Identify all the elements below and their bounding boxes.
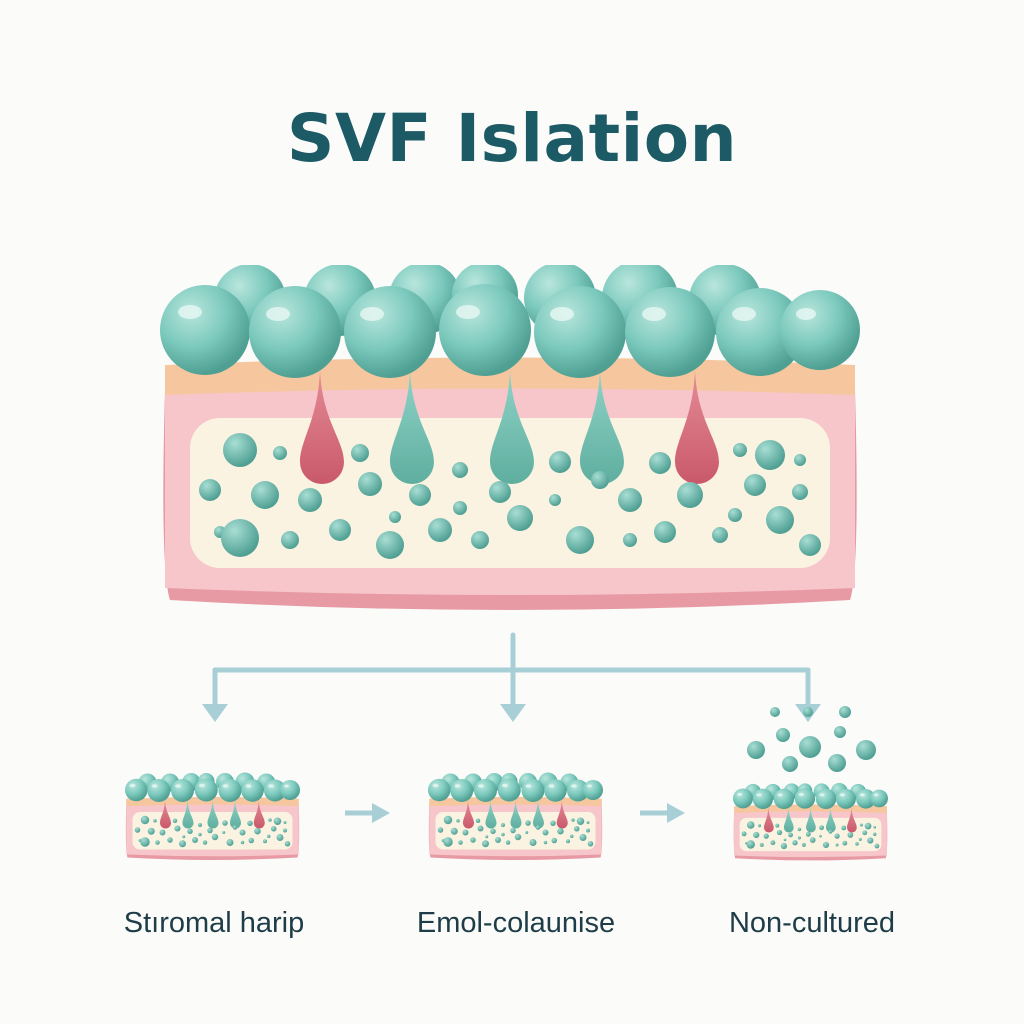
step1-label: Stıromal harip [123,907,305,939]
released-cells [747,706,876,772]
branch-arrowheads [202,704,821,722]
step3-tissue [733,782,888,861]
branch-arrows [212,632,811,713]
step-arrows [345,803,685,823]
main-tissue-illustration [160,265,860,610]
step3-label: Non-cultured [728,907,896,939]
step2-tissue [428,772,603,860]
step1-tissue [125,772,300,860]
diagram-title: SVF Islation [286,100,738,177]
step2-label: Emol-colaunise [416,907,616,939]
